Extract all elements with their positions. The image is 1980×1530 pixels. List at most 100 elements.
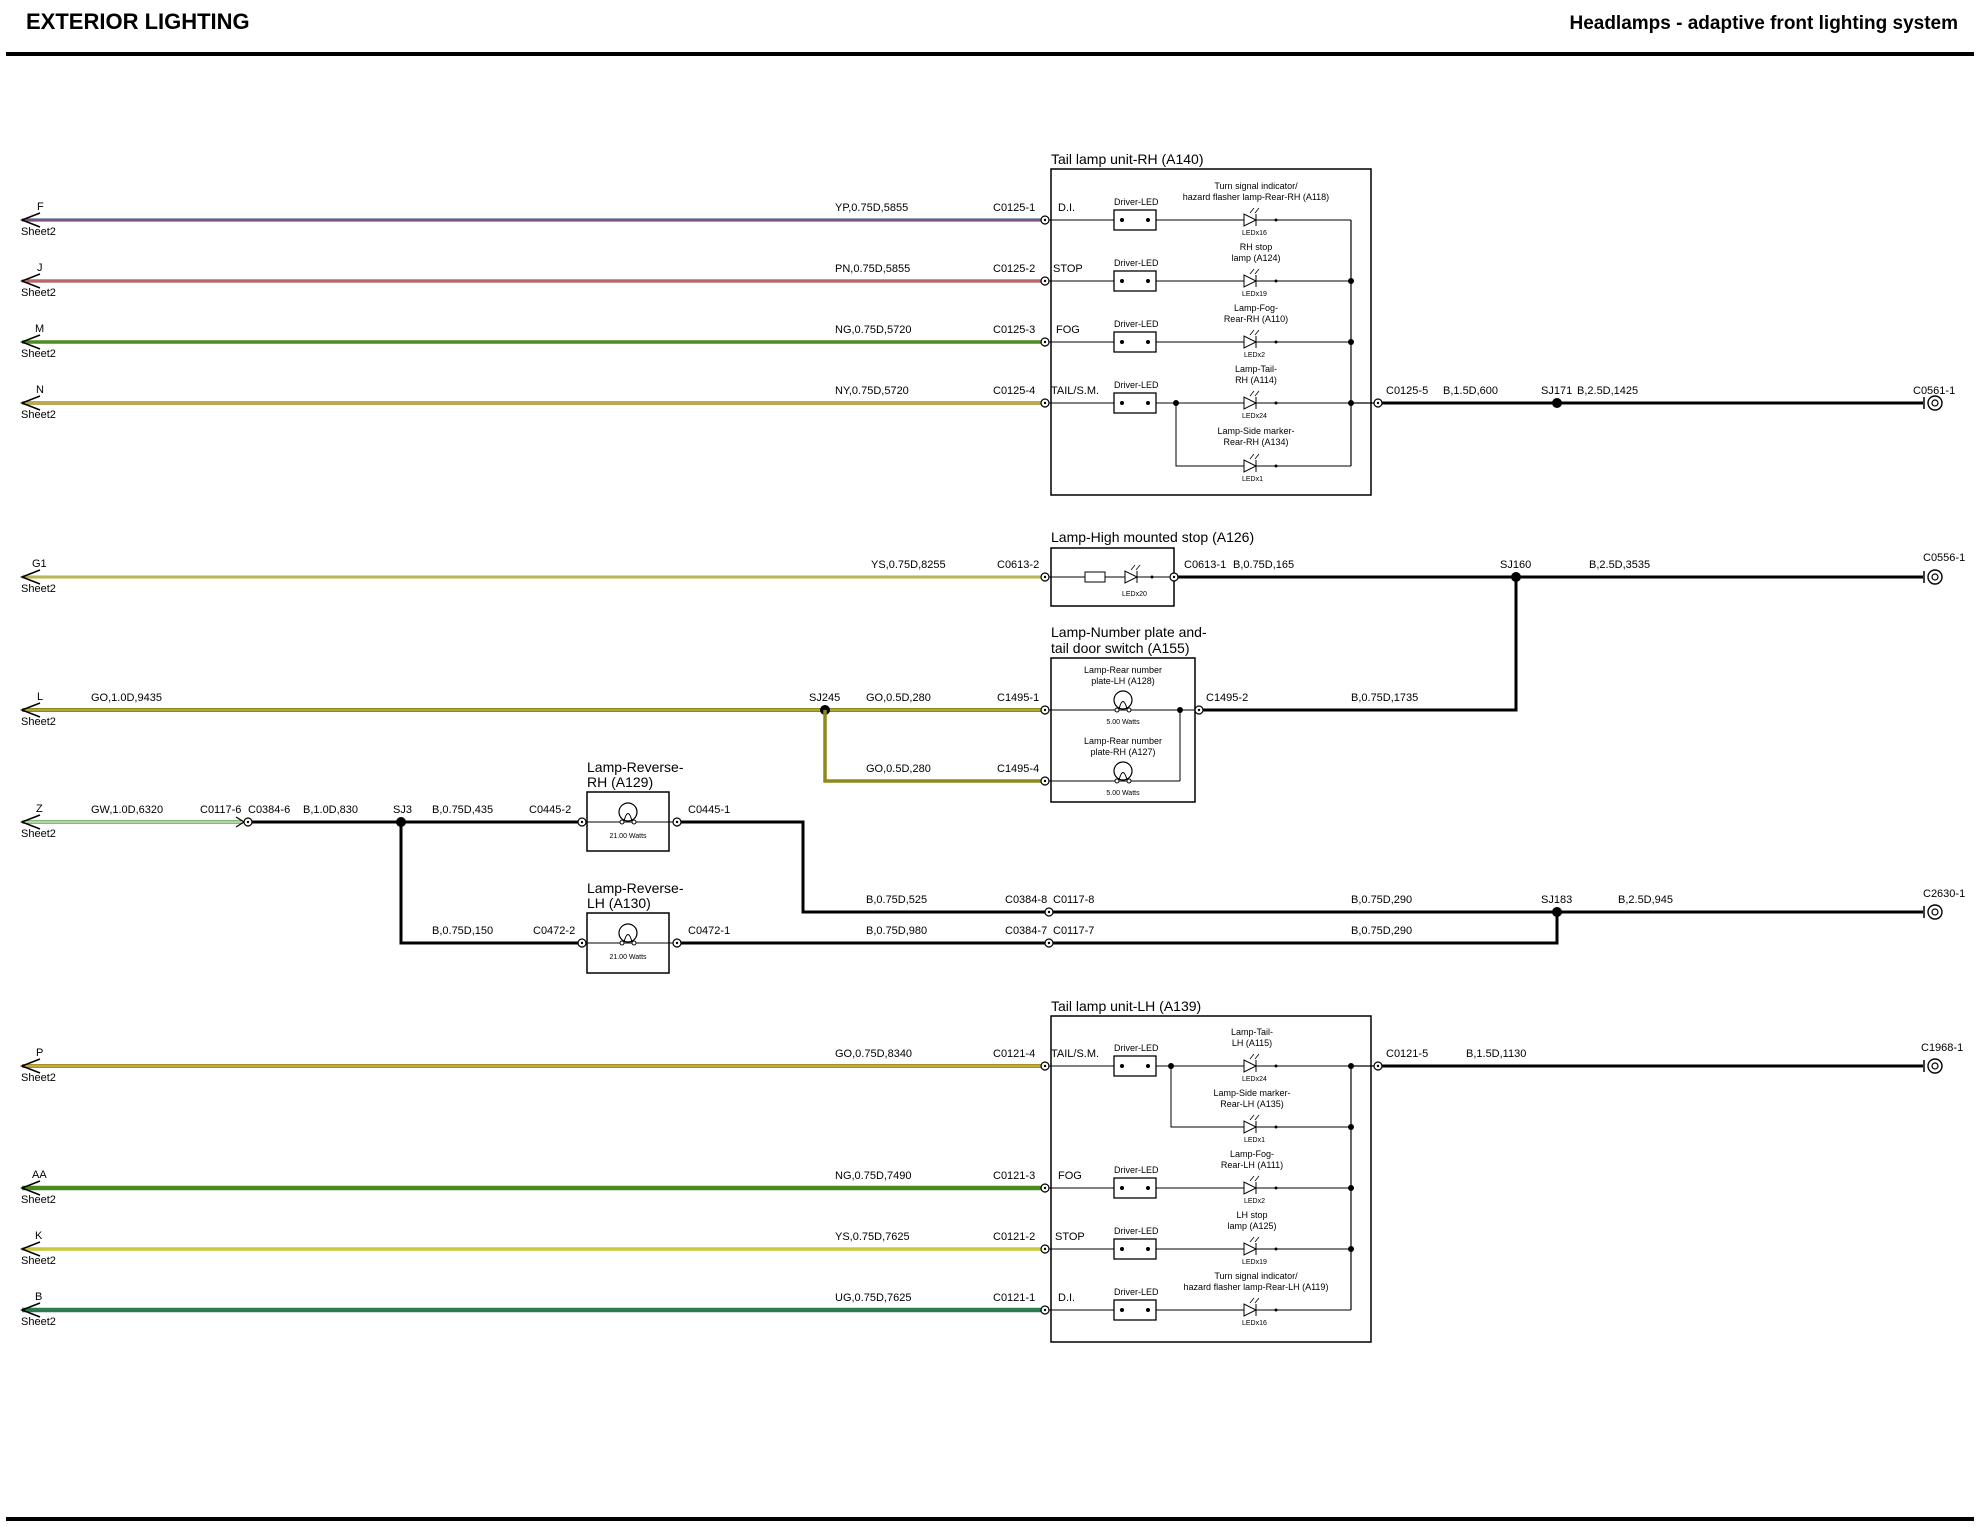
svg-text:B,1.5D,1130: B,1.5D,1130 bbox=[1466, 1048, 1526, 1060]
page-subtitle: Headlamps - adaptive front lighting syst… bbox=[1569, 13, 1958, 34]
svg-text:C0613-2: C0613-2 bbox=[997, 559, 1039, 571]
svg-text:LEDx19: LEDx19 bbox=[1242, 1259, 1267, 1266]
svg-text:B,2.5D,3535: B,2.5D,3535 bbox=[1589, 559, 1650, 571]
svg-text:Lamp-Number plate and-: Lamp-Number plate and- bbox=[1051, 624, 1207, 640]
svg-text:LEDx2: LEDx2 bbox=[1244, 352, 1265, 359]
svg-text:NG,0.75D,7490: NG,0.75D,7490 bbox=[835, 1170, 911, 1182]
svg-text:C0445-2: C0445-2 bbox=[529, 804, 571, 816]
svg-text:5.00 Watts: 5.00 Watts bbox=[1106, 719, 1140, 726]
svg-text:Sheet2: Sheet2 bbox=[21, 1255, 56, 1267]
svg-text:tail door switch (A155): tail door switch (A155) bbox=[1051, 640, 1190, 656]
svg-text:Lamp-Rear number: Lamp-Rear number bbox=[1084, 665, 1162, 675]
svg-text:STOP: STOP bbox=[1055, 1231, 1085, 1243]
svg-text:C0117-7: C0117-7 bbox=[1053, 925, 1094, 937]
wire-B: B Sheet2 UG,0.75D,7625 C0121-1 D.I. Driv… bbox=[21, 1271, 1351, 1328]
svg-text:C0472-1: C0472-1 bbox=[688, 925, 730, 937]
svg-text:lamp (A124): lamp (A124) bbox=[1231, 253, 1280, 263]
svg-text:Tail lamp unit-LH (A139): Tail lamp unit-LH (A139) bbox=[1051, 998, 1201, 1014]
led-icon bbox=[1243, 329, 1260, 349]
tail-rh-ground: C0125-5 B,1.5D,600 SJ171 B,2.5D,1425 C05… bbox=[1351, 385, 1955, 411]
svg-text:Sheet2: Sheet2 bbox=[21, 716, 56, 728]
svg-text:21.00 Watts: 21.00 Watts bbox=[609, 954, 647, 961]
svg-text:LEDx1: LEDx1 bbox=[1244, 1137, 1265, 1144]
bulb-icon bbox=[1113, 761, 1133, 781]
svg-text:Rear-LH (A135): Rear-LH (A135) bbox=[1220, 1099, 1284, 1109]
sheet-ref: Sheet2 bbox=[21, 226, 56, 238]
svg-text:Driver-LED: Driver-LED bbox=[1114, 380, 1159, 390]
svg-text:C0445-1: C0445-1 bbox=[688, 804, 730, 816]
svg-text:Driver-LED: Driver-LED bbox=[1114, 319, 1159, 329]
svg-text:C0125-5: C0125-5 bbox=[1386, 385, 1428, 397]
wire-J: J Sheet2 PN,0.75D,5855 C0125-2 STOP Driv… bbox=[21, 242, 1354, 299]
svg-text:Sheet2: Sheet2 bbox=[21, 1072, 56, 1084]
svg-text:TAIL/S.M.: TAIL/S.M. bbox=[1051, 1048, 1099, 1060]
led-icon bbox=[1243, 390, 1260, 410]
svg-text:P: P bbox=[36, 1047, 43, 1059]
svg-text:B,0.75D,290: B,0.75D,290 bbox=[1351, 894, 1412, 906]
svg-text:C0125-3: C0125-3 bbox=[993, 324, 1035, 336]
svg-text:LEDx16: LEDx16 bbox=[1242, 230, 1267, 237]
svg-text:C0121-1: C0121-1 bbox=[993, 1292, 1035, 1304]
svg-text:Sheet2: Sheet2 bbox=[21, 287, 56, 299]
led-icon bbox=[1243, 268, 1260, 288]
ground-icon bbox=[1923, 569, 1943, 585]
svg-text:Lamp-Fog-: Lamp-Fog- bbox=[1234, 303, 1278, 313]
header-rule bbox=[6, 52, 1974, 56]
svg-text:NG,0.75D,5720: NG,0.75D,5720 bbox=[835, 324, 911, 336]
svg-text:B,1.0D,830: B,1.0D,830 bbox=[303, 804, 358, 816]
led-icon bbox=[1243, 453, 1260, 473]
svg-text:J: J bbox=[37, 262, 43, 274]
svg-text:FOG: FOG bbox=[1056, 324, 1080, 336]
svg-text:Lamp-Tail-: Lamp-Tail- bbox=[1235, 364, 1277, 374]
svg-text:C0384-7: C0384-7 bbox=[1005, 925, 1047, 937]
svg-text:C0117-6: C0117-6 bbox=[200, 804, 241, 816]
page-title: EXTERIOR LIGHTING bbox=[26, 9, 250, 34]
led-icon bbox=[1243, 1175, 1260, 1195]
svg-text:C1968-1: C1968-1 bbox=[1921, 1042, 1963, 1054]
svg-text:C0121-5: C0121-5 bbox=[1386, 1048, 1428, 1060]
svg-text:C0121-2: C0121-2 bbox=[993, 1231, 1035, 1243]
svg-text:LEDx19: LEDx19 bbox=[1242, 291, 1267, 298]
wire-F: F Sheet2 YP,0.75D,5855 C0125-1 D.I. Driv… bbox=[21, 181, 1351, 238]
footer-rule bbox=[6, 1517, 1974, 1521]
svg-text:Driver-LED: Driver-LED bbox=[1114, 1043, 1159, 1053]
svg-text:LH (A115): LH (A115) bbox=[1232, 1038, 1272, 1048]
svg-text:C2630-1: C2630-1 bbox=[1923, 888, 1965, 900]
svg-text:RH (A114): RH (A114) bbox=[1235, 375, 1277, 385]
svg-text:C0561-1: C0561-1 bbox=[1913, 385, 1955, 397]
svg-text:LEDx1: LEDx1 bbox=[1242, 476, 1263, 483]
svg-text:B,0.75D,435: B,0.75D,435 bbox=[432, 804, 493, 816]
svg-text:Sheet2: Sheet2 bbox=[21, 409, 56, 421]
svg-text:C0125-2: C0125-2 bbox=[993, 263, 1035, 275]
svg-text:GO,0.5D,280: GO,0.5D,280 bbox=[866, 692, 931, 704]
svg-text:B,0.75D,525: B,0.75D,525 bbox=[866, 894, 927, 906]
svg-text:LH (A130): LH (A130) bbox=[587, 895, 651, 911]
led-icon bbox=[1243, 1236, 1260, 1256]
svg-text:C0121-4: C0121-4 bbox=[993, 1048, 1035, 1060]
svg-text:plate-RH (A127): plate-RH (A127) bbox=[1090, 747, 1155, 757]
bulb-icon bbox=[618, 923, 638, 943]
pin-label: D.I. bbox=[1058, 202, 1075, 214]
high-mounted-stop-lamp: Lamp-High mounted stop (A126) G1 Sheet2 … bbox=[21, 529, 1965, 607]
svg-text:C0117-8: C0117-8 bbox=[1053, 894, 1094, 906]
wire-K: K Sheet2 YS,0.75D,7625 C0121-2 STOP Driv… bbox=[21, 1210, 1354, 1267]
svg-text:LH stop: LH stop bbox=[1236, 1210, 1267, 1220]
svg-text:YS,0.75D,8255: YS,0.75D,8255 bbox=[871, 559, 946, 571]
svg-text:STOP: STOP bbox=[1053, 263, 1083, 275]
svg-text:TAIL/S.M.: TAIL/S.M. bbox=[1051, 385, 1099, 397]
driver-led-label: Driver-LED bbox=[1114, 197, 1159, 207]
svg-text:SJ3: SJ3 bbox=[393, 804, 412, 816]
tail-rh-title: Tail lamp unit-RH (A140) bbox=[1051, 151, 1204, 167]
svg-text:B,0.75D,150: B,0.75D,150 bbox=[432, 925, 493, 937]
wire-AA: AA Sheet2 NG,0.75D,7490 C0121-3 FOG Driv… bbox=[21, 1149, 1354, 1206]
svg-text:SJ245: SJ245 bbox=[809, 692, 840, 704]
svg-text:C0613-1: C0613-1 bbox=[1184, 559, 1226, 571]
svg-text:LEDx24: LEDx24 bbox=[1242, 413, 1267, 420]
svg-text:B,2.5D,1425: B,2.5D,1425 bbox=[1577, 385, 1638, 397]
svg-text:hazard flasher lamp-Rear-RH (A: hazard flasher lamp-Rear-RH (A118) bbox=[1183, 192, 1329, 202]
wire-M: M Sheet2 NG,0.75D,5720 C0125-3 FOG Drive… bbox=[21, 303, 1354, 360]
svg-text:Lamp-Side marker-: Lamp-Side marker- bbox=[1217, 426, 1294, 436]
svg-text:UG,0.75D,7625: UG,0.75D,7625 bbox=[835, 1292, 911, 1304]
svg-text:Lamp-Reverse-: Lamp-Reverse- bbox=[587, 880, 684, 896]
svg-text:GO,0.5D,280: GO,0.5D,280 bbox=[866, 763, 931, 775]
